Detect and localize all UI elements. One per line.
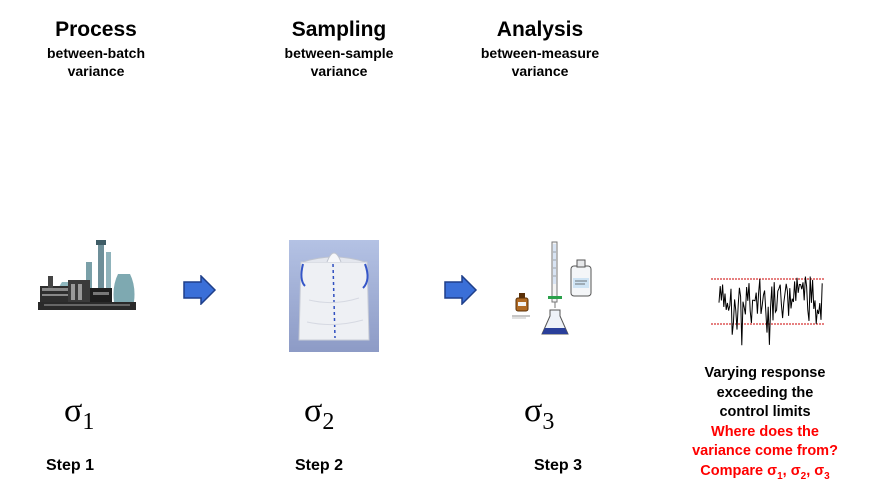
question-line-1: Where does the xyxy=(711,423,819,440)
note-line-3: control limits xyxy=(719,404,811,420)
step-2-label: Step 2 xyxy=(295,457,344,474)
process-subtitle-line1: between-batch xyxy=(46,45,145,61)
process-title: Process xyxy=(55,18,137,41)
titration-icon xyxy=(508,238,594,338)
response-note: Varying response exceeding the control l… xyxy=(680,364,850,486)
sampling-subtitle-line1: between-sample xyxy=(284,45,394,61)
sampling-title: Sampling xyxy=(291,18,387,41)
arrow-right-icon xyxy=(183,275,217,305)
sigma-2-symbol: σ2 xyxy=(304,392,335,435)
note-line-1: Varying response xyxy=(704,365,826,381)
response-signal-line xyxy=(718,276,823,346)
question-line-2: variance come from? xyxy=(692,443,838,459)
factory-icon xyxy=(38,240,136,312)
analysis-title: Analysis xyxy=(496,18,584,41)
note-line-2: exceeding the xyxy=(716,384,814,401)
compare-line: Compare σ1, σ2, σ3 xyxy=(700,462,830,482)
sampling-subtitle-line2: variance xyxy=(310,63,368,79)
sigma-1-symbol: σ1 xyxy=(64,392,95,435)
step-3-label: Step 3 xyxy=(534,457,583,474)
process-subtitle-line2: variance xyxy=(67,63,125,79)
noisy-signal-chart xyxy=(705,258,831,354)
bulk-bag-photo xyxy=(289,240,379,352)
sigma-3-symbol: σ3 xyxy=(524,392,555,435)
analysis-subtitle-line1: between-measure xyxy=(480,45,600,61)
analysis-subtitle-line2: variance xyxy=(511,63,569,79)
arrow-right-icon xyxy=(444,275,478,305)
step-1-label: Step 1 xyxy=(46,457,95,474)
